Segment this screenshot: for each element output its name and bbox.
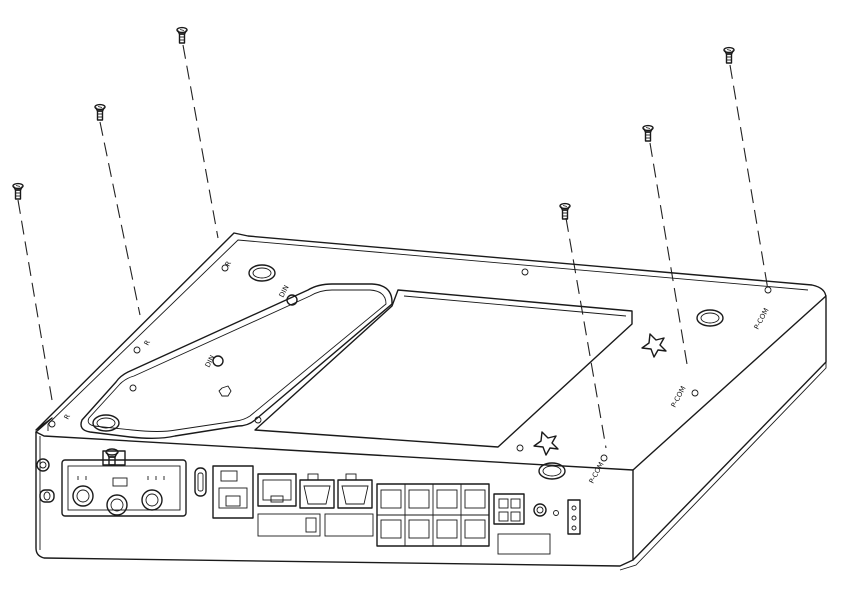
- console-port-block: [212, 465, 254, 519]
- screw-icon: [94, 103, 106, 121]
- reset-button-icon: [533, 503, 547, 517]
- alignment-line-4: [565, 217, 607, 449]
- alignment-line-2: [99, 121, 141, 316]
- screw-icon: [642, 124, 654, 142]
- rf-connector-icon: [106, 494, 128, 516]
- front-io-panel: [36, 450, 581, 555]
- screw-icon: [723, 46, 735, 64]
- rubber-foot: [538, 462, 566, 480]
- rubber-foot: [92, 414, 120, 432]
- tool-label: DIN: [204, 354, 217, 369]
- label-plate: [324, 513, 374, 537]
- alignment-line-5: [649, 142, 689, 371]
- screw-icon: [12, 182, 24, 200]
- power-terminal-icon: [493, 493, 525, 525]
- thermal-pad: [254, 289, 633, 448]
- alignment-line-3: [182, 44, 219, 239]
- alignment-line-6: [729, 64, 769, 291]
- rf-connector-icon: [141, 489, 163, 511]
- ground-screw-icon: [36, 458, 50, 472]
- rubber-foot: [696, 309, 724, 327]
- alignment-lines: [17, 44, 769, 449]
- recessed-panel: [80, 283, 393, 439]
- label-plate: [497, 533, 551, 555]
- corner-label: R: [143, 339, 152, 347]
- label-plate: [257, 513, 321, 537]
- ground-symbol-icon: [533, 431, 559, 456]
- pcom-label: P-COM: [588, 461, 606, 485]
- rubber-foot: [248, 264, 276, 282]
- ethernet-port-icon: [257, 473, 297, 507]
- ground-symbol-icon: [641, 333, 667, 358]
- rf-connector-icon: [72, 485, 94, 507]
- screw-icon: [559, 202, 571, 220]
- corner-label: R: [63, 413, 72, 421]
- alignment-line-1: [17, 199, 53, 401]
- usb-port-icon: [194, 467, 207, 497]
- pcom-label: P-COM: [753, 307, 771, 331]
- corner-label: R: [224, 260, 233, 268]
- pcom-label: P-COM: [670, 385, 688, 409]
- screw-icon: [176, 26, 188, 44]
- chassis: R R R DIN DIN P-COM P-COM P-COM: [35, 232, 827, 571]
- status-led-strip: [567, 499, 581, 535]
- rf-module: [61, 459, 187, 517]
